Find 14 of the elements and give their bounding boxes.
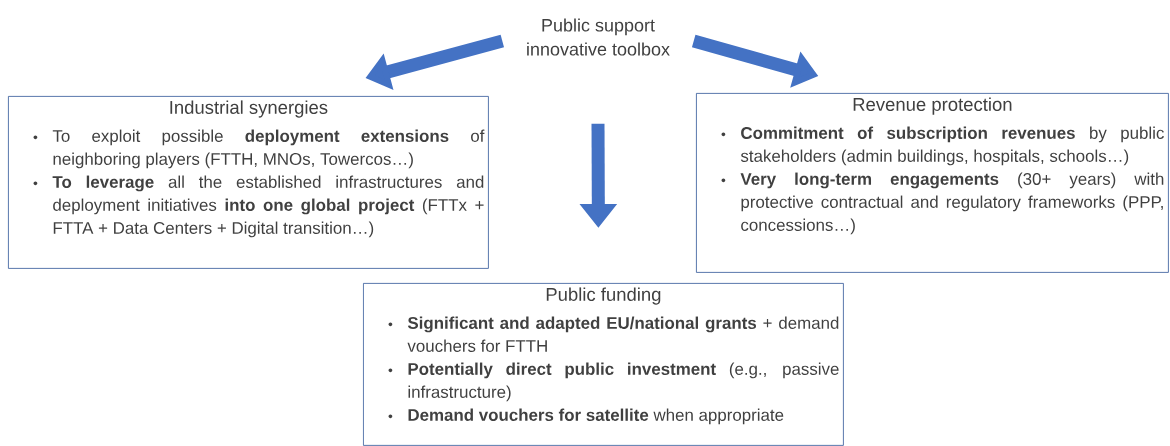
bullet-item: Potentially direct public investment (e.g., passive infrastructure) (388, 362, 839, 402)
box-heading: Public funding (546, 287, 661, 305)
bullet-item: Very long-term engagements (30+ years) with protective contractual and regulatory frameworks (PPP, concessions…) (721, 172, 1164, 235)
box-heading: Industrial synergies (170, 100, 328, 118)
title-text: Public support innovative toolbox (527, 18, 670, 56)
text-box (363, 283, 844, 446)
text-box (8, 96, 489, 269)
box-heading: Revenue protection (853, 97, 1012, 115)
bullet-item: Demand vouchers for satellite when appropriate (388, 408, 784, 425)
bullet-item: Significant and adapted EU/national grants + demand vouchers for FTTH (388, 316, 839, 352)
bullet-item: Commitment of subscription revenues by public stakeholders (admin buildings, hospitals, schools…) (721, 126, 1164, 166)
bullet-item: To leverage all the established infrastructures and deployment initiatives into one global project (FTTx + FTTA + Data Centers + Digital transition…) (33, 175, 484, 238)
text-box (696, 93, 1169, 273)
bullet-item: To exploit possible deployment extensions of neighboring players (FTTH, MNOs, Towercos…) (33, 129, 485, 169)
